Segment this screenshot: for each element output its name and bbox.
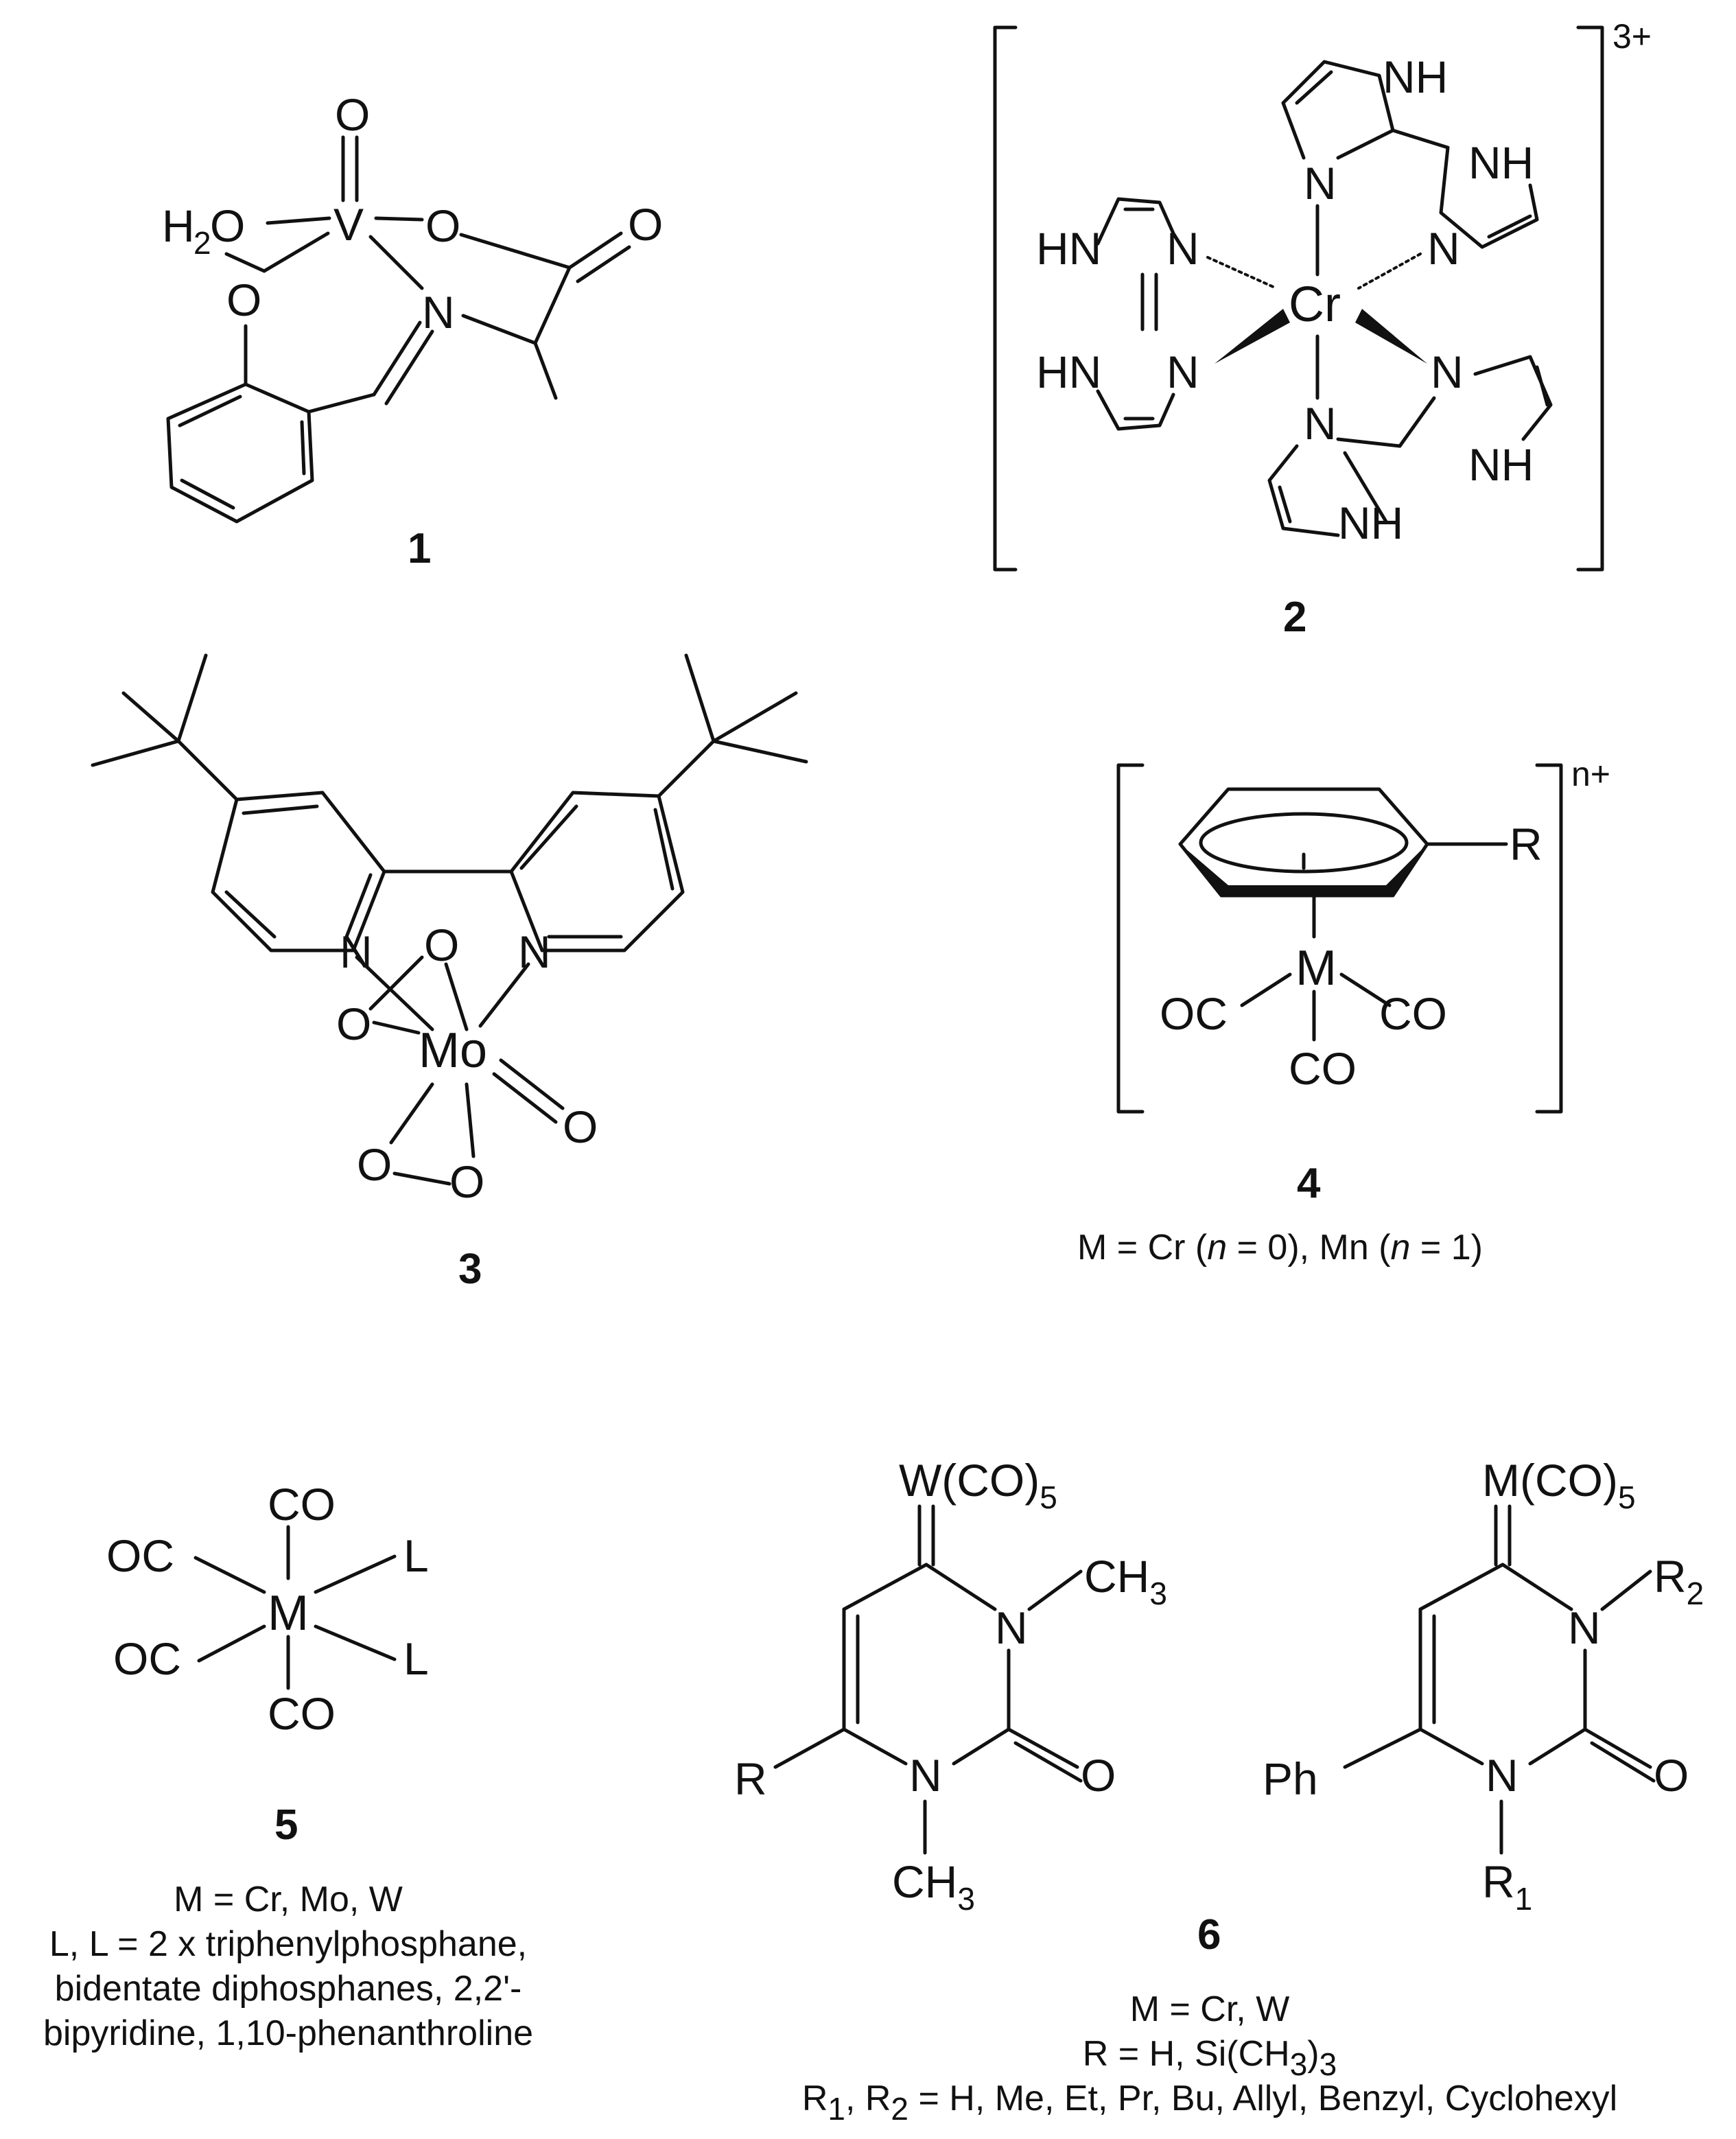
atom-mco5: M(CO)5 — [1482, 1455, 1636, 1515]
atom-h2o-o: O — [210, 200, 245, 251]
atom-n-left2-2: N — [1166, 347, 1199, 397]
atom-o-6l: O — [1081, 1750, 1116, 1801]
compound-1: O V H 2 O O O N O 1 — [162, 89, 663, 572]
atom-n-top3-2: N — [1427, 223, 1460, 274]
atom-r-6l: R — [734, 1753, 767, 1804]
compound-3: N N O O Mo O O O 3 — [91, 653, 808, 1293]
compound-label-1: 1 — [408, 525, 431, 572]
compound-label-4: 4 — [1297, 1160, 1321, 1207]
atom-n3-6l: N — [995, 1602, 1028, 1653]
atom-co-bottom-4: CO — [1289, 1043, 1357, 1094]
atom-co-right-4: CO — [1379, 988, 1447, 1039]
atom-n-right-2: N — [1431, 347, 1464, 397]
atom-o-peroxo-d-3: O — [449, 1156, 484, 1207]
atom-l-bottom-5: L — [403, 1633, 429, 1684]
bracket-right-2 — [1576, 25, 1604, 572]
bracket-left-2 — [993, 25, 1018, 572]
atom-r-4: R — [1510, 819, 1543, 869]
atom-oc-bottomleft-5: OC — [113, 1633, 181, 1684]
atom-n3-6r: N — [1568, 1602, 1601, 1653]
compound-5: CO OC L M OC L CO 5 M = Cr, Mo, W L, L =… — [43, 1479, 533, 2053]
atom-r2-6r: R2 — [1654, 1551, 1704, 1611]
compound-4: n+ R M OC CO CO 4 M = Cr (n = 0), Mn (n … — [1077, 755, 1610, 1267]
atom-o-oxo-1: O — [335, 89, 370, 140]
atom-v-1: V — [333, 199, 364, 250]
charge-2: 3+ — [1612, 17, 1652, 56]
caption-5-line-3: bidentate diphosphanes, 2,2'- — [55, 1969, 522, 2009]
atom-m-5: M — [268, 1586, 309, 1641]
charge-4: n+ — [1571, 755, 1610, 793]
atom-m-4: M — [1295, 941, 1337, 996]
atom-nh-bottom-2: NH — [1338, 498, 1403, 548]
atom-o-oxo-3: O — [563, 1101, 598, 1152]
atom-o-carbonyl-1: O — [628, 199, 663, 250]
compound-6-right: M(CO)5 N R2 O N R1 Ph — [1263, 1455, 1704, 1917]
atom-n-bottom-2: N — [1304, 398, 1337, 449]
atom-o-phenol-1: O — [226, 274, 261, 325]
atom-n-imine-1: N — [422, 287, 455, 338]
atom-n-top-2: N — [1304, 158, 1337, 209]
atom-o-peroxo-c-3: O — [357, 1139, 392, 1190]
atom-wco5: W(CO)5 — [899, 1455, 1057, 1515]
atom-o-peroxo-a-3: O — [424, 920, 459, 970]
atom-hn-left-2: HN — [1036, 223, 1101, 274]
compound-label-5: 5 — [274, 1801, 298, 1849]
atom-h2o-h: H — [162, 200, 195, 251]
atom-l-top-5: L — [403, 1530, 429, 1581]
caption-5-line-1: M = Cr, Mo, W — [174, 1880, 403, 1919]
wedge-bond-right-2 — [1355, 309, 1427, 364]
compound-label-3: 3 — [458, 1246, 482, 1293]
arene-front-edge-4 — [1180, 844, 1427, 896]
caption-6-line-3: R1, R2 = H, Me, Et, Pr, Bu, Allyl, Benzy… — [802, 2079, 1617, 2127]
atom-ch3-top-6l: CH3 — [1084, 1551, 1167, 1611]
bracket-left-4 — [1116, 763, 1145, 1114]
compound-label-2: 2 — [1283, 594, 1306, 641]
atom-hn-left2-2: HN — [1036, 347, 1101, 397]
compound-6-caption: 6 M = Cr, W R = H, Si(CH3)3 R1, R2 = H, … — [802, 1911, 1617, 2127]
wedge-bond-left-2 — [1215, 309, 1290, 364]
atom-nh-right-2: NH — [1468, 439, 1534, 490]
caption-5-line-2: L, L = 2 x triphenylphosphane, — [49, 1924, 527, 1964]
atom-oc-topleft-5: OC — [106, 1530, 174, 1581]
caption-6-line-1: M = Cr, W — [1130, 1989, 1290, 2029]
atom-nh-top2-2: NH — [1468, 137, 1534, 188]
atom-nh-top-2: NH — [1383, 51, 1448, 102]
atom-o-carboxyl-1: O — [425, 200, 460, 251]
atom-n1-6l: N — [909, 1750, 942, 1801]
compound-2: 3+ Cr N NH NH N N HN HN N N NH — [993, 17, 1652, 641]
atom-o-peroxo-b-3: O — [336, 998, 371, 1049]
atom-co-top-5: CO — [268, 1479, 336, 1530]
atom-oc-left-4: OC — [1160, 988, 1228, 1039]
compound-label-6: 6 — [1197, 1911, 1221, 1959]
atom-h2o-sub: 2 — [193, 225, 211, 261]
atom-mo-3: Mo — [419, 1023, 487, 1078]
caption-6-line-2: R = H, Si(CH3)3 — [1083, 2034, 1337, 2082]
atom-ph-6r: Ph — [1263, 1753, 1318, 1804]
atom-r1-6r: R1 — [1482, 1856, 1532, 1917]
caption-5-line-4: bipyridine, 1,10-phenanthroline — [43, 2013, 533, 2053]
atom-ch3-bottom-6l: CH3 — [892, 1856, 975, 1917]
atom-cr-2: Cr — [1289, 277, 1341, 332]
bracket-right-4 — [1535, 763, 1563, 1114]
atom-o-6r: O — [1654, 1750, 1689, 1801]
caption-4: M = Cr (n = 0), Mn (n = 1) — [1077, 1228, 1483, 1267]
atom-co-bottom-5: CO — [268, 1688, 336, 1739]
atom-n1-6r: N — [1486, 1750, 1518, 1801]
compound-6-left: W(CO)5 N CH3 O N CH3 R — [734, 1455, 1167, 1917]
